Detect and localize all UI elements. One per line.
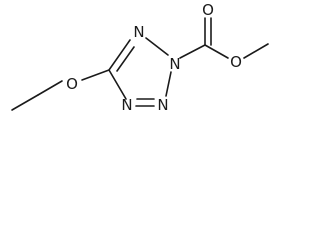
bond-c-o-ester (204, 44, 229, 59)
atom-o-carbonyl: O (202, 1, 214, 19)
bond-ethyl-ch3-ch2 (11, 94, 39, 111)
structure-canvas: O N N N N O O (0, 0, 278, 126)
bond-n4-c5 (108, 69, 127, 100)
atom-n2: N (169, 55, 180, 73)
bond-o-c5 (81, 69, 110, 81)
bond-c5-n1 (108, 39, 131, 71)
bond-n2-ccarbonyl (179, 44, 206, 59)
bond-c5-n1-double (116, 46, 135, 72)
bond-ethyl-ch2-o (37, 80, 63, 96)
molecule-diagram: O N N N N O O (11, 1, 269, 114)
bond-n1-n2 (145, 37, 169, 56)
atom-o-ester: O (230, 53, 242, 71)
atom-n4: N (121, 96, 132, 114)
atom-n1: N (133, 23, 144, 41)
bond-o-methyl (243, 43, 269, 59)
atom-o-ether: O (66, 75, 78, 93)
atom-n3: N (157, 96, 168, 114)
bond-n2-n3 (165, 71, 172, 97)
